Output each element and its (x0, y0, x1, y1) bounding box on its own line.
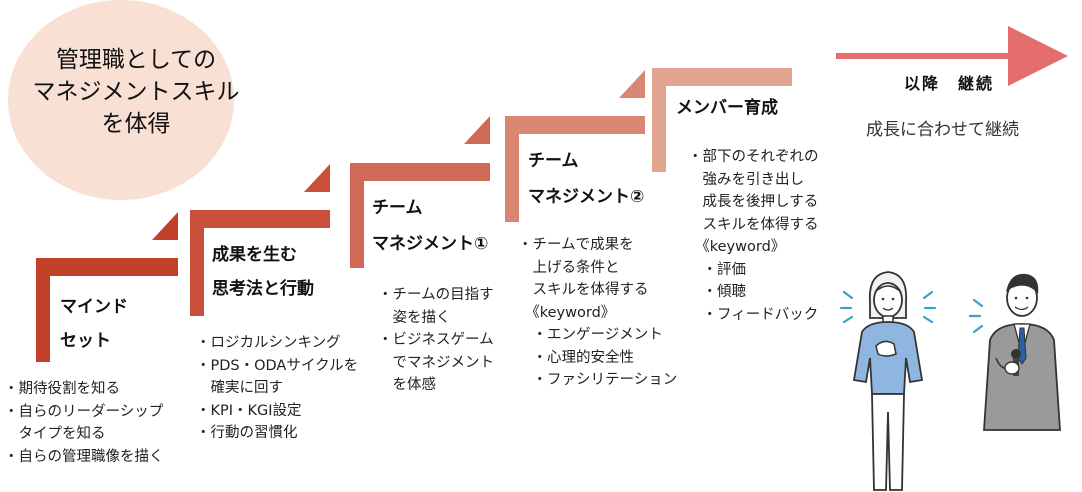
final-step-subtitle: 成長に合わせて継続 (866, 120, 1019, 140)
list-item: 上げる条件と (518, 259, 620, 276)
list-item: ・評価 (688, 261, 746, 278)
list-item: ・フィードバック (688, 306, 819, 323)
list-item: スキルを体得する (518, 282, 649, 298)
list-item: スキルを体得する (688, 216, 819, 233)
list-item: を体感 (378, 377, 436, 393)
list-item: タイプを知る (4, 426, 106, 442)
list-item: ・部下のそれぞれの (688, 149, 819, 165)
step-block-2 (190, 164, 330, 316)
step-bullets-4: ・チームで成果を 上げる条件と スキルを体得する 《keyword》 ・エンゲー… (518, 234, 677, 392)
step-block-3 (350, 116, 490, 268)
list-item: ・ロジカルシンキング (196, 335, 341, 351)
list-item: ・傾聴 (688, 284, 746, 300)
list-item: 成長を後押しする (688, 194, 819, 210)
list-item: ・ファシリテーション (518, 372, 678, 388)
step-label-3: チーム マネジメント① (372, 198, 489, 254)
step-bullets-2: ・ロジカルシンキング ・PDS・ODAサイクルを 確実に回す ・KPI・KGI設… (196, 332, 358, 445)
list-item: ・自らの管理職像を描く (4, 448, 164, 465)
list-item: ・エンゲージメント (518, 327, 663, 343)
list-item: ・チームで成果を (518, 237, 634, 253)
list-item: 《keyword》 (688, 239, 786, 255)
list-item: ・心理的安全性 (518, 349, 634, 366)
list-item: でマネジメント (378, 354, 494, 371)
list-item: ・PDS・ODAサイクルを (196, 357, 359, 374)
list-item: ・行動の習慣化 (196, 425, 298, 441)
page-title: 管理職としての マネジメントスキル を体得 (32, 47, 240, 137)
step-label-2: 成果を生む 思考法と行動 (212, 245, 314, 299)
man-with-microphone-figure-icon (968, 273, 1061, 431)
list-item: 強みを引き出し (688, 171, 804, 188)
step-bullets-5: ・部下のそれぞれの 強みを引き出し 成長を後押しする スキルを体得する 《key… (688, 146, 819, 326)
woman-figure-icon (839, 271, 937, 491)
step-label-5: メンバー育成 (676, 98, 778, 118)
final-step-title: 以降 継続 (904, 74, 995, 93)
step-block-5 (652, 68, 792, 172)
title-circle (8, 0, 234, 200)
step-block-1 (36, 212, 178, 362)
step-bullets-3: ・チームの目指す 姿を描く ・ビジネスゲーム でマネジメント を体感 (378, 284, 494, 397)
list-item: ・期待役割を知る (4, 381, 120, 397)
list-item: 確実に回す (196, 380, 283, 396)
step-bullets-1: ・期待役割を知る ・自らのリーダーシップ タイプを知る ・自らの管理職像を描く (4, 378, 164, 468)
list-item: 《keyword》 (518, 304, 616, 321)
list-item: ・ビジネスゲーム (378, 332, 494, 348)
list-item: ・チームの目指す (378, 287, 494, 303)
list-item: ・自らのリーダーシップ (4, 403, 164, 420)
list-item: ・KPI・KGI設定 (196, 402, 302, 419)
step-block-4 (505, 70, 645, 222)
step-label-1: マインド セット (60, 297, 128, 351)
step-label-4: チーム マネジメント② (528, 151, 645, 207)
list-item: 姿を描く (378, 309, 451, 326)
